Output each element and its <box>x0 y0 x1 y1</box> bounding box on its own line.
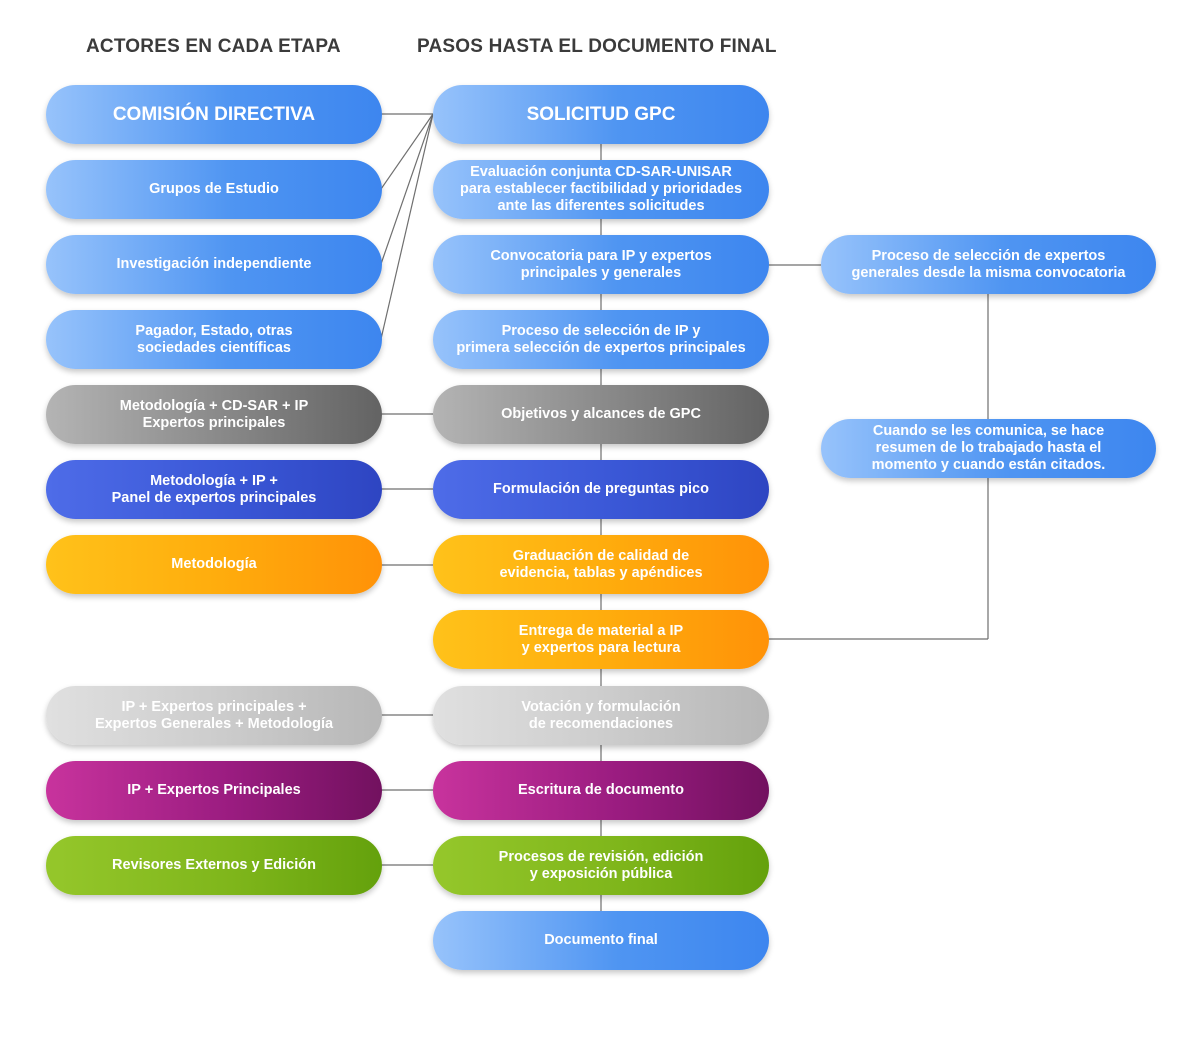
connector-line <box>380 113 434 340</box>
connector-line <box>380 113 434 265</box>
step-evaluacion-conjunta: Evaluación conjunta CD-SAR-UNISAR para e… <box>433 160 769 219</box>
step-convocatoria: Convocatoria para IP y expertos principa… <box>433 235 769 294</box>
step-votacion: Votación y formulación de recomendacione… <box>433 686 769 745</box>
step-escritura-documento: Escritura de documento <box>433 761 769 820</box>
actor-metodologia-cdsar-ip: Metodología + CD-SAR + IP Expertos princ… <box>46 385 382 444</box>
step-revision-edicion: Procesos de revisión, edición y exposici… <box>433 836 769 895</box>
step-entrega-material: Entrega de material a IP y expertos para… <box>433 610 769 669</box>
connector-line <box>380 113 434 190</box>
step-preguntas-pico: Formulación de preguntas pico <box>433 460 769 519</box>
actors-column-header: ACTORES EN CADA ETAPA <box>86 36 341 57</box>
step-solicitud-gpc: SOLICITUD GPC <box>433 85 769 144</box>
step-seleccion-ip: Proceso de selección de IP y primera sel… <box>433 310 769 369</box>
actor-revisores-externos: Revisores Externos y Edición <box>46 836 382 895</box>
actor-metodologia: Metodología <box>46 535 382 594</box>
actor-ip-expertos-principales: IP + Expertos Principales <box>46 761 382 820</box>
actor-comision-directiva: COMISIÓN DIRECTIVA <box>46 85 382 144</box>
step-documento-final: Documento final <box>433 911 769 970</box>
note-seleccion-expertos-generales: Proceso de selección de expertos general… <box>821 235 1156 294</box>
actor-ip-expertos-generales: IP + Expertos principales + Expertos Gen… <box>46 686 382 745</box>
step-objetivos-alcances: Objetivos y alcances de GPC <box>433 385 769 444</box>
actor-investigacion-independiente: Investigación independiente <box>46 235 382 294</box>
actor-grupos-de-estudio: Grupos de Estudio <box>46 160 382 219</box>
step-graduacion-calidad: Graduación de calidad de evidencia, tabl… <box>433 535 769 594</box>
steps-column-header: PASOS HASTA EL DOCUMENTO FINAL <box>417 36 777 57</box>
actor-metodologia-ip-panel: Metodología + IP + Panel de expertos pri… <box>46 460 382 519</box>
note-resumen-trabajado: Cuando se les comunica, se hace resumen … <box>821 419 1156 478</box>
actor-pagador-estado: Pagador, Estado, otras sociedades cientí… <box>46 310 382 369</box>
